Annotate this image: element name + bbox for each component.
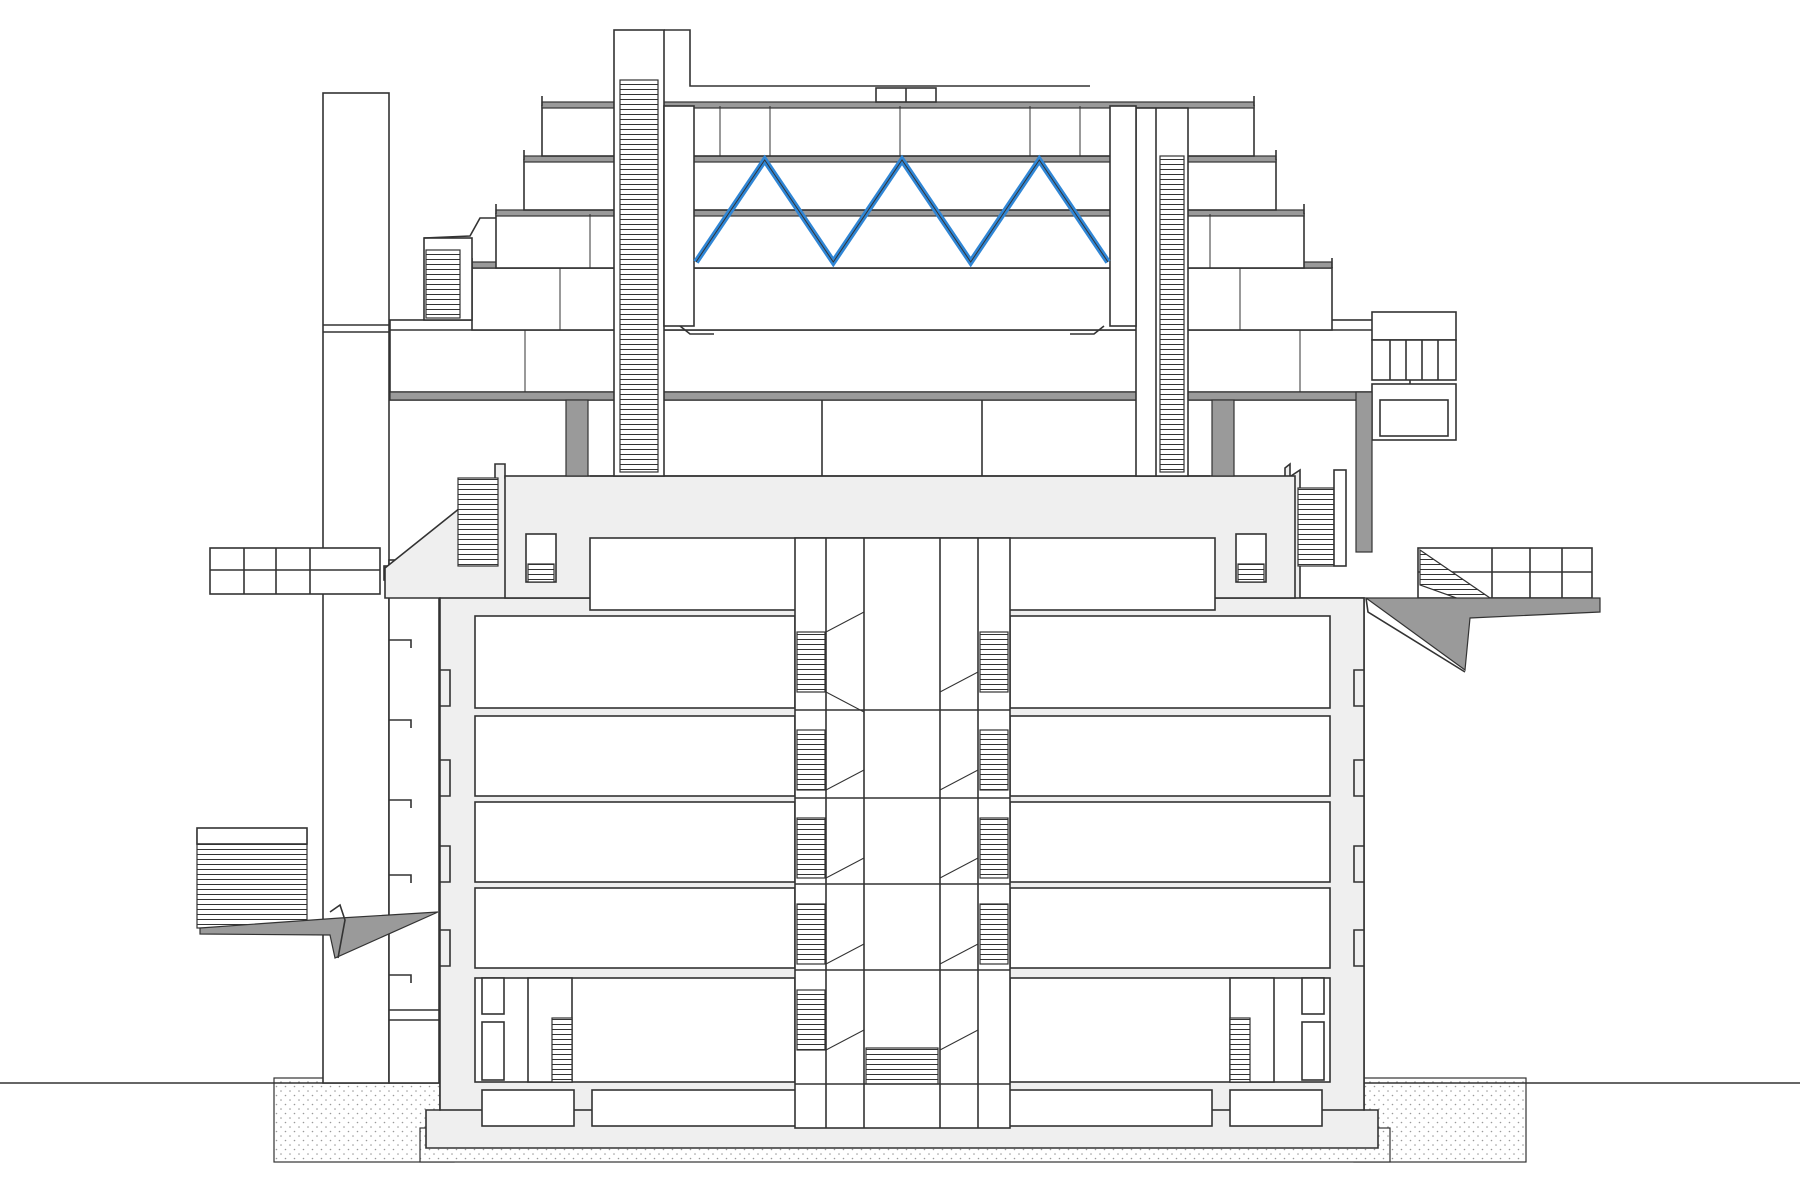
truss xyxy=(693,154,1111,268)
right-balcony xyxy=(1364,547,1601,673)
elevator-shafts xyxy=(613,29,1189,477)
podium xyxy=(384,462,1379,1149)
blue-truss-outline xyxy=(695,159,1109,263)
central-core xyxy=(794,537,1011,1129)
left-balcony xyxy=(196,827,439,959)
